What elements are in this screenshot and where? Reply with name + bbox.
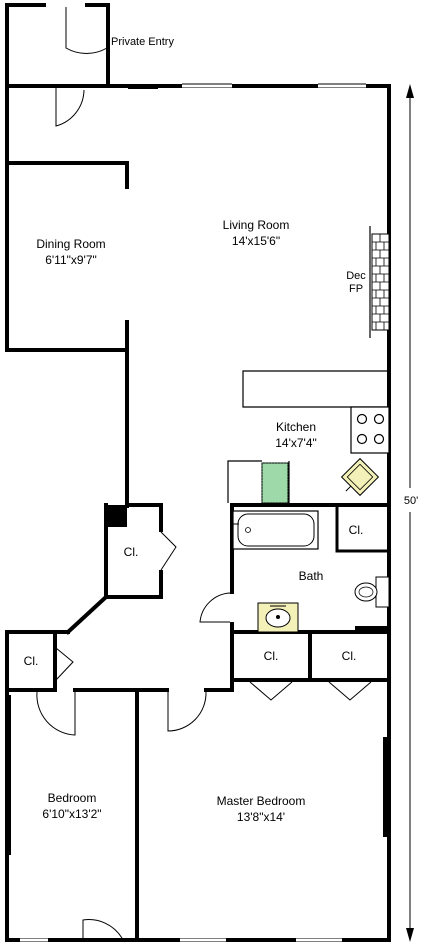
fireplace-label: Dec <box>346 270 366 282</box>
closet-label: Cl. <box>124 545 139 559</box>
living-room-label: Living Room <box>223 218 290 232</box>
hall-walls <box>5 594 109 697</box>
kitchen-lower-counter <box>227 460 290 504</box>
entry-lower-door-swing <box>55 88 85 127</box>
bedroom-door-swing <box>36 691 76 736</box>
dining-room-label: Dining Room <box>36 237 105 251</box>
kitchen-size: 14'x7'4" <box>275 436 317 450</box>
closet-label: Cl. <box>342 649 357 663</box>
fireplace-brick <box>369 226 390 338</box>
living-room-size: 14'x15'6" <box>232 234 280 248</box>
radiator <box>128 84 158 89</box>
bedroom-exit-door-swing <box>82 919 123 939</box>
wall-segment <box>5 695 11 855</box>
tub-tile-icon <box>261 462 289 504</box>
fireplace-label-2: FP <box>349 283 363 295</box>
stove <box>350 406 390 454</box>
closet-label: Cl. <box>349 523 364 537</box>
closet-label: Cl. <box>24 654 39 668</box>
toilet-icon <box>354 576 390 608</box>
master-bedroom-label: Master Bedroom <box>217 794 306 808</box>
hall-closets <box>230 630 391 701</box>
wall-segment <box>383 737 389 837</box>
bedroom-label: Bedroom <box>48 791 97 805</box>
dining-room-size: 6'11"x9'7" <box>45 253 97 267</box>
center-closet <box>104 503 177 599</box>
private-entry-label: Private Entry <box>111 36 174 48</box>
master-bedroom-door-swing <box>167 691 207 732</box>
entry-door-swing <box>65 7 108 54</box>
bedroom-size: 6'10"x13'2" <box>42 807 101 821</box>
kitchen-sink-icon <box>340 457 380 497</box>
bath-door-swing <box>199 592 231 623</box>
bath-sink-icon <box>257 602 299 633</box>
kitchen-label: Kitchen <box>276 420 316 434</box>
dining-room-walls <box>5 161 129 508</box>
master-bedroom-size: 13'8"x14' <box>237 810 285 824</box>
kitchen-counter <box>242 370 390 454</box>
dimension-label: 50' <box>404 495 418 507</box>
closet-label: Cl. <box>264 649 279 663</box>
bath-label: Bath <box>299 569 324 583</box>
bedroom-walls <box>5 678 234 942</box>
bathtub-icon <box>232 510 319 550</box>
dimension-line <box>406 84 414 942</box>
private-entry-walls <box>5 3 110 88</box>
